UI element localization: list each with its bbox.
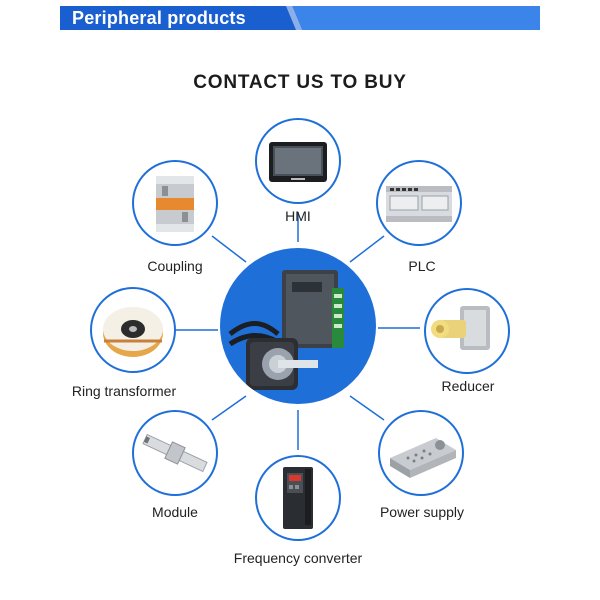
product-module[interactable] (132, 410, 218, 496)
product-coupling[interactable] (132, 160, 218, 246)
toroidal-transformer-icon (103, 307, 163, 357)
gear-reducer-icon (431, 306, 490, 350)
page-heading: CONTACT US TO BUY (193, 72, 407, 93)
product-hmi[interactable] (255, 118, 341, 204)
power-supply-icon (390, 438, 456, 478)
label-coupling: Coupling (147, 258, 203, 274)
label-module: Module (152, 504, 198, 520)
label-plc: PLC (408, 258, 436, 274)
center-servo-product (220, 248, 376, 404)
coupling-icon (156, 176, 194, 232)
product-frequency-converter[interactable] (255, 455, 341, 541)
hmi-screen-icon (269, 142, 327, 182)
label-reducer: Reducer (441, 378, 495, 394)
label-frequency-converter: Frequency converter (233, 550, 363, 566)
banner-title: Peripheral products (72, 8, 246, 28)
title-banner: Peripheral products (60, 6, 540, 30)
plc-module-icon (386, 186, 452, 222)
frequency-converter-icon (283, 467, 313, 529)
product-plc[interactable] (376, 160, 462, 246)
label-ring-transformer: Ring transformer (71, 383, 177, 399)
servo-motor-driver-icon (228, 270, 344, 390)
product-power-supply[interactable] (378, 410, 464, 496)
product-ring-transformer[interactable] (90, 287, 176, 373)
linear-module-icon (142, 433, 208, 473)
banner-shape (60, 6, 540, 30)
product-reducer[interactable] (424, 288, 510, 374)
label-hmi: HMI (285, 208, 311, 224)
label-power-supply: Power supply (379, 504, 465, 520)
